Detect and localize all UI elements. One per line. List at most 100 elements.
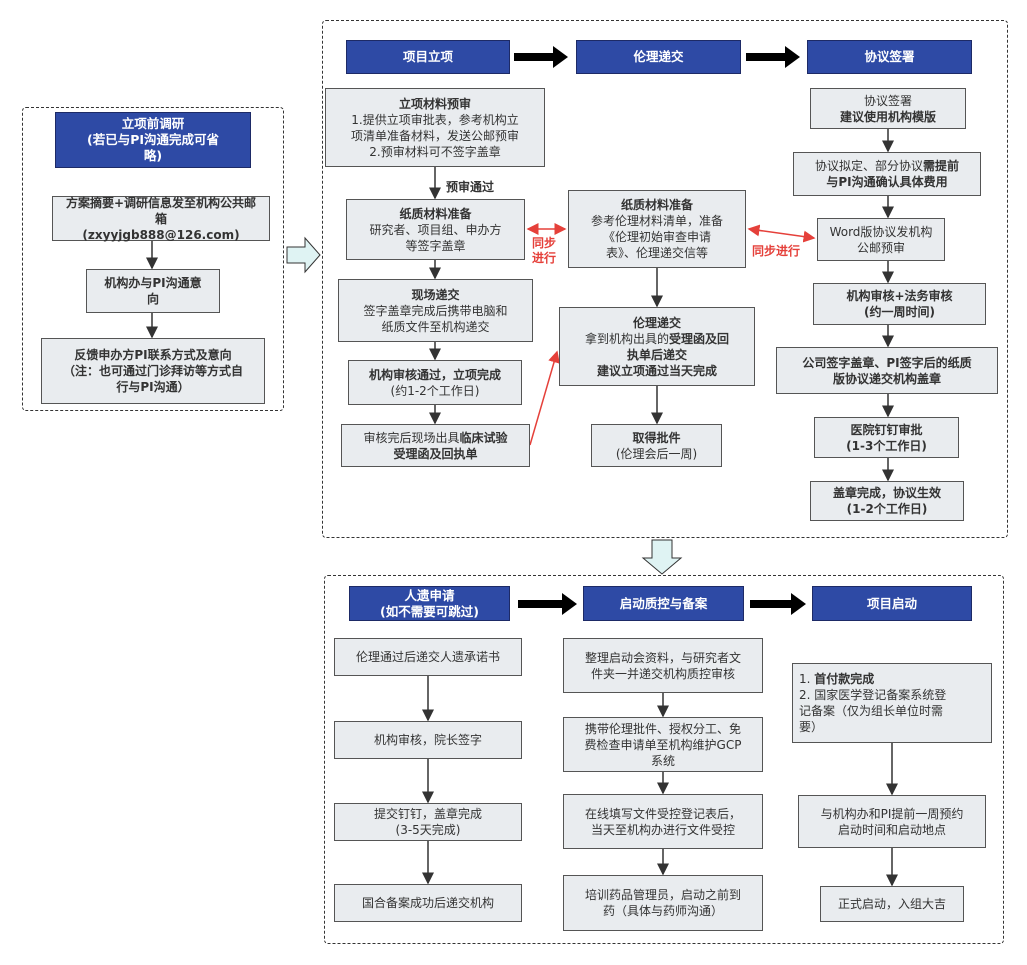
text: (3-5天完成) bbox=[395, 823, 461, 837]
header-line: (若已与PI沟通完成可省 bbox=[86, 132, 220, 147]
step-start-1: 1. 首付款完成 2. 国家医学登记备案系统登 记备案（仅为组长单位时需 要） bbox=[792, 663, 992, 743]
step-agreement-sign: 协议签署 建议使用机构模版 bbox=[810, 88, 966, 129]
text: 受理函及回执单 bbox=[393, 446, 478, 461]
text: 1.提供立项审批表，参考机构立 bbox=[351, 112, 519, 127]
title: 伦理递交 bbox=[632, 315, 681, 330]
text: 等签字盖章 bbox=[405, 238, 466, 253]
header-project-start: 项目启动 bbox=[812, 586, 972, 621]
step-start-2: 与机构办和PI提前一周预约启动时间和启动地点 bbox=[798, 795, 986, 848]
text: 人遗申请 bbox=[404, 587, 455, 603]
text: (约1-2个工作日) bbox=[390, 383, 480, 398]
text: 公司签字盖章、PI签字后的纸质 bbox=[802, 355, 972, 370]
text: 要） bbox=[799, 720, 824, 734]
header-line: 略) bbox=[143, 148, 163, 163]
header-ethics-submission: 伦理递交 bbox=[576, 40, 741, 74]
step-feedback: 反馈申办方PI联系方式及意向 （注：也可通过门诊拜访等方式自 行与PI沟通） bbox=[41, 338, 265, 404]
text: 启动时间和启动地点 bbox=[837, 822, 946, 837]
header-startup-qc: 启动质控与备案 bbox=[583, 586, 744, 621]
text: 整理启动会资料，与研究者文 bbox=[584, 650, 741, 665]
text: 临床试验 bbox=[459, 430, 508, 445]
step-receipt: 审核完后现场出具临床试验 受理函及回执单 bbox=[341, 424, 530, 467]
text: 费检查申请单至机构维护GCP bbox=[584, 737, 742, 752]
text: （注：也可通过门诊拜访等方式自 bbox=[62, 364, 243, 378]
step-dingtalk-approval: 医院钉钉审批 (1-3个工作日) bbox=[814, 417, 959, 458]
text: 需提前 bbox=[923, 159, 960, 173]
stage2-panel bbox=[324, 575, 1004, 944]
text: 机构审核，院长签字 bbox=[373, 733, 482, 747]
text: (如不需要可跳过) bbox=[380, 603, 479, 619]
header-agreement-signing: 协议签署 bbox=[807, 40, 972, 74]
text: Word版协议发机构 bbox=[829, 224, 933, 239]
text: (1-3个工作日) bbox=[846, 438, 927, 453]
text: 表》、伦理递交信等 bbox=[605, 246, 708, 260]
text: 方案摘要+调研信息发至机构公共邮 bbox=[65, 195, 257, 210]
step-ethics-approval: 取得批件 (伦理会后一周) bbox=[591, 424, 722, 467]
hollow-arrow-right bbox=[286, 236, 321, 274]
step-hgr-2: 机构审核，院长签字 bbox=[334, 721, 522, 759]
header-line: 立项前调研 bbox=[121, 116, 185, 131]
step-prereview: 立项材料预审 1.提供立项审批表，参考机构立 项清单准备材料，发送公邮预审 2.… bbox=[325, 88, 545, 167]
step-hgr-3: 提交钉钉，盖章完成 (3-5天完成) bbox=[334, 803, 522, 841]
text: 行与PI沟通） bbox=[116, 380, 190, 394]
text: 当天至机构办进行文件受控 bbox=[590, 822, 735, 837]
prereview-pass-label: 预审通过 bbox=[446, 180, 495, 194]
text: 执单后递交 bbox=[626, 347, 687, 362]
pre-research-panel bbox=[22, 107, 284, 411]
step-hgr-1: 伦理通过后递交人遗承诺书 bbox=[334, 638, 522, 676]
step-pi-communication: 机构办与PI沟通意 向 bbox=[86, 269, 220, 313]
text: 医院钉钉审批 bbox=[850, 422, 923, 437]
title: 纸质材料准备 bbox=[399, 206, 472, 221]
text: 件夹一并递交机构质控审核 bbox=[590, 666, 735, 681]
pre-research-header: 立项前调研 (若已与PI沟通完成可省 略) bbox=[55, 112, 251, 168]
sync-label-left: 同步 进行 bbox=[532, 236, 556, 266]
text: 机构审核+法务审核 bbox=[846, 289, 953, 303]
step-onsite-submission: 现场递交 签字盖章完成后携带电脑和 纸质文件至机构递交 bbox=[338, 279, 533, 342]
text: 2. 国家医学登记备案系统登 bbox=[799, 688, 947, 702]
step-agreement-stamp: 公司签字盖章、PI签字后的纸质 版协议递交机构盖章 bbox=[776, 347, 998, 394]
text: 拿到机构出具的 bbox=[584, 331, 669, 346]
text: (约一周时间) bbox=[864, 305, 935, 319]
text: 审核完后现场出具 bbox=[363, 430, 460, 445]
step-qc-1: 整理启动会资料，与研究者文件夹一并递交机构质控审核 bbox=[563, 638, 763, 693]
step-agreement-draft: 协议拟定、部分协议需提前 与PI沟通确认具体费用 bbox=[793, 152, 981, 196]
text: 同步 bbox=[532, 236, 557, 250]
step-ethics-submit: 伦理递交 拿到机构出具的受理函及回 执单后递交 建议立项通过当天完成 bbox=[559, 307, 755, 386]
text: 与PI沟通确认具体费用 bbox=[826, 175, 948, 189]
step-start-3: 正式启动，入组大吉 bbox=[820, 886, 964, 922]
text: 版协议递交机构盖章 bbox=[832, 371, 941, 386]
step-ethics-paper: 纸质材料准备 参考伦理材料清单，准备 《伦理初始审查申请 表》、伦理递交信等 bbox=[568, 190, 746, 268]
text: 药（具体与药师沟通） bbox=[602, 904, 723, 918]
text: 公邮预审 bbox=[856, 240, 905, 255]
text: 在线填写文件受控登记表后， bbox=[584, 806, 741, 821]
step-agreement-review: 机构审核+法务审核 (约一周时间) bbox=[813, 283, 986, 325]
title: 机构审核通过，立项完成 bbox=[368, 367, 501, 382]
text: (伦理会后一周) bbox=[615, 446, 698, 461]
text: 与机构办和PI提前一周预约 bbox=[820, 806, 964, 821]
step-qc-3: 在线填写文件受控登记表后，当天至机构办进行文件受控 bbox=[563, 794, 763, 849]
header-project-approval: 项目立项 bbox=[346, 40, 510, 74]
hollow-arrow-down bbox=[641, 539, 683, 575]
email-text: (zxyyjgb888@126.com) bbox=[82, 227, 240, 242]
text: 进行 bbox=[532, 251, 557, 265]
text: 箱 bbox=[154, 211, 167, 226]
stage1-panel bbox=[322, 20, 1008, 538]
text: 正式启动，入组大吉 bbox=[837, 897, 946, 911]
text: 协议签署 bbox=[863, 93, 912, 108]
title: 立项材料预审 bbox=[398, 96, 471, 111]
step-agreement-word: Word版协议发机构 公邮预审 bbox=[817, 218, 945, 261]
step-qc-4: 培训药品管理员，启动之前到药（具体与药师沟通） bbox=[563, 875, 763, 931]
text: 建议使用机构模版 bbox=[839, 109, 936, 124]
text: 参考伦理材料清单，准备 bbox=[590, 214, 723, 228]
header-human-genetic-resources: 人遗申请 (如不需要可跳过) bbox=[349, 586, 510, 621]
text: 培训药品管理员，启动之前到 bbox=[584, 888, 741, 902]
text: 机构办与PI沟通意 bbox=[104, 276, 202, 290]
text: 记备案（仅为组长单位时需 bbox=[799, 704, 944, 718]
sync-label-right: 同步进行 bbox=[752, 244, 801, 258]
text: 纸质文件至机构递交 bbox=[381, 319, 490, 334]
step-hgr-4: 国合备案成功后递交机构 bbox=[334, 884, 522, 922]
title: 取得批件 bbox=[632, 430, 681, 445]
text: 盖章完成，协议生效 bbox=[832, 486, 941, 500]
text: 协议拟定、部分协议 bbox=[814, 159, 923, 173]
text: 提交钉钉，盖章完成 bbox=[373, 807, 482, 821]
